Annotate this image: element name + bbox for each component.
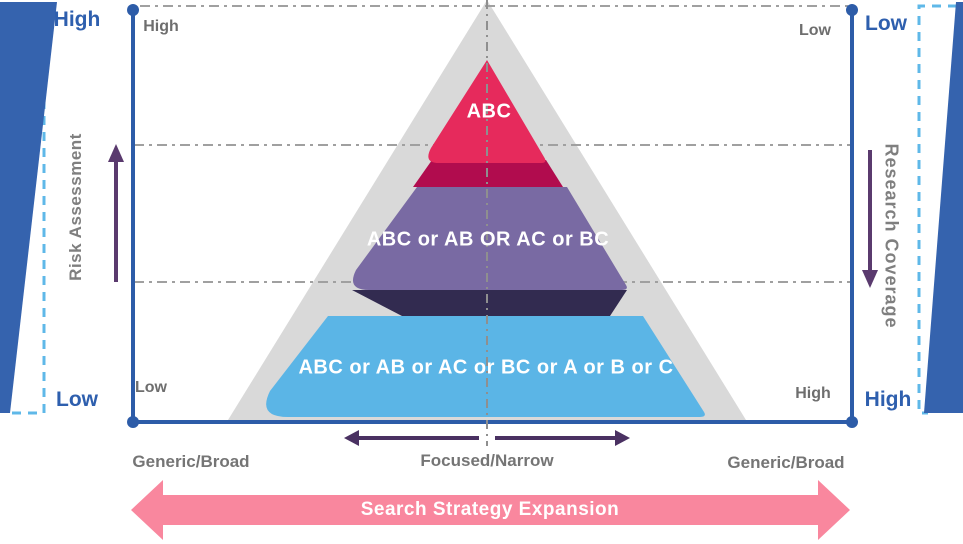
layer3-label: ABC or AB or AC or BC or A or B or C [298,356,674,379]
axis-dot-top-left [127,4,139,16]
right-dashed-guide [917,4,957,415]
left-axis-outer-bottom-label: Low [56,388,98,411]
right-axis-inner-top-label: Low [799,22,831,39]
left-axis-inner-top-label: High [143,18,179,35]
risk-arrow-up-head [108,144,124,162]
right-axis-outer-top-label: Low [865,12,907,35]
risk-assessment-axis-title: Risk Assessment [66,133,85,281]
focus-arrow-right-head [615,430,630,446]
axis-dot-top-right [846,4,858,16]
coverage-arrow-down-head [862,270,878,288]
right-axis-inner-bottom-label: High [795,385,831,402]
axis-dot-bottom-right [846,416,858,428]
layer2-label: ABC or AB OR AC or BC [366,228,610,251]
right-axis-outer-bottom-label: High [864,388,912,411]
layer3-all-combinations [266,316,705,417]
left-axis-outer-top-label: High [53,8,101,31]
research-coverage-axis-title: Research Coverage [881,143,902,329]
focus-arrow-left-head [344,430,359,446]
bottom-center-focused-narrow-label: Focused/Narrow [420,451,554,470]
layer2-abc-combinations [352,187,627,290]
right-coverage-wedge [924,2,963,413]
left-axis-inner-bottom-label: Low [135,379,167,396]
expansion-double-arrow [131,480,850,540]
layer1-label: ABC [466,100,512,123]
bottom-left-generic-broad-label: Generic/Broad [132,452,250,471]
bottom-right-generic-broad-label: Generic/Broad [727,453,845,472]
left-dashed-guide [6,4,46,415]
layer2-shadow [352,290,627,316]
axis-dot-bottom-left [127,416,139,428]
expansion-arrow-label: Search Strategy Expansion [360,499,620,520]
left-risk-wedge [0,2,57,413]
